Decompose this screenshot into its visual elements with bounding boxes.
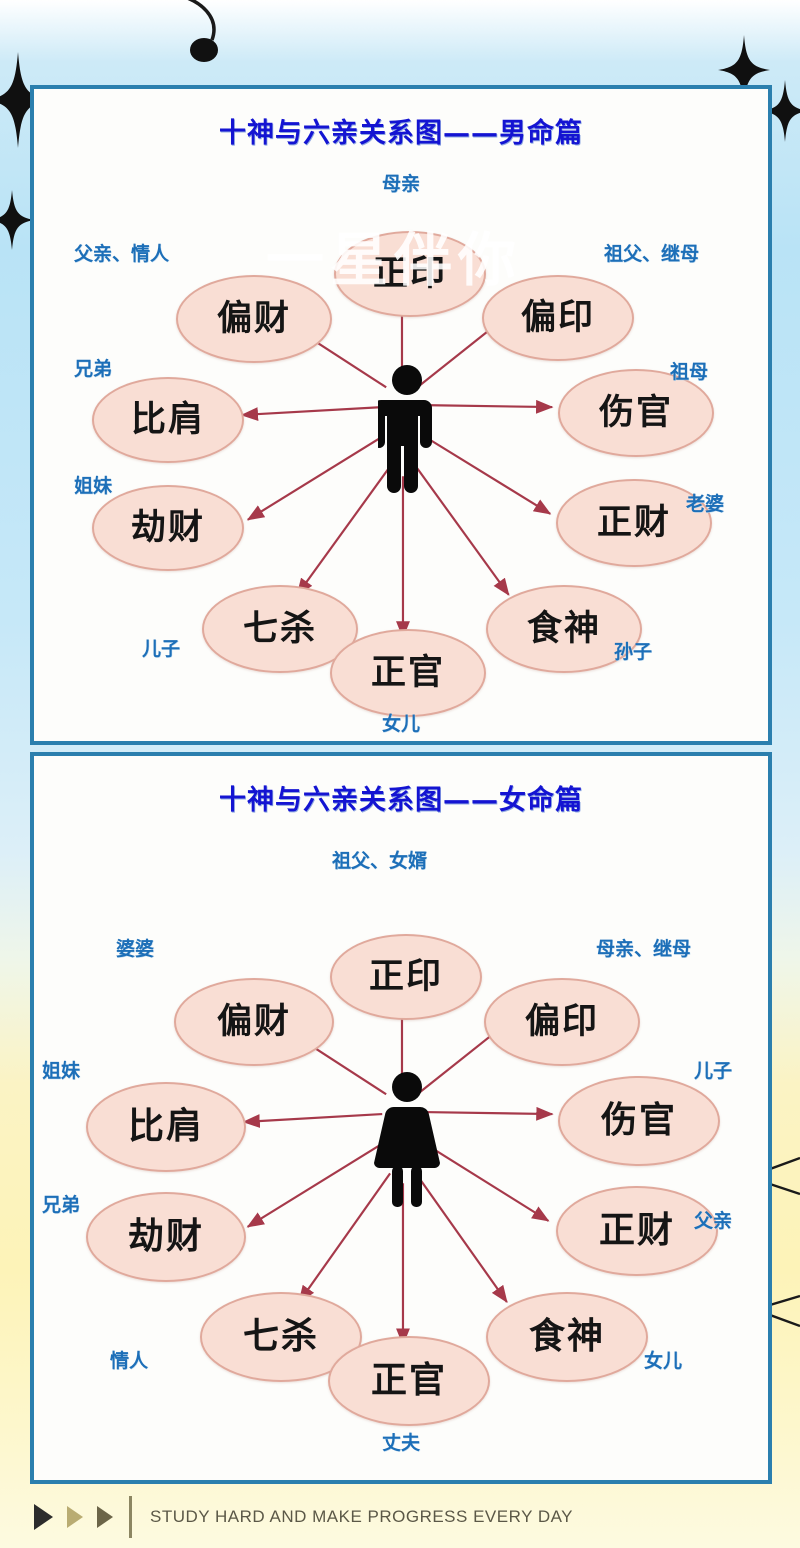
node-label: 食神	[528, 1316, 605, 1357]
hanging-pin-icon	[187, 0, 218, 62]
node-label: 比肩	[130, 399, 205, 440]
node-label: 正财	[598, 1210, 675, 1251]
node-label: 七杀	[242, 1316, 319, 1357]
node-bi-jian-female[interactable]: 比肩	[86, 1082, 246, 1172]
page-title-male: 十神与六亲关系图——男命篇	[219, 118, 583, 149]
sparkle-icon	[0, 190, 34, 250]
relative-label-grandfather-stepmother: 祖父、继母	[604, 243, 700, 265]
node-label: 正印	[372, 253, 447, 294]
node-shi-shen-female[interactable]: 食神	[486, 1292, 648, 1382]
node-label: 食神	[526, 608, 601, 649]
node-zheng-cai-female[interactable]: 正财	[556, 1186, 718, 1276]
relative-label-grandfather-soninlaw: 祖父、女婿	[332, 850, 428, 872]
relative-label-grandmother: 祖母	[670, 361, 709, 383]
relative-label-grandson: 孙子	[614, 641, 653, 663]
relative-label-daughter: 女儿	[644, 1350, 683, 1372]
node-label: 偏财	[216, 1001, 291, 1042]
page-title-female: 十神与六亲关系图——女命篇	[219, 785, 583, 816]
play-triangle-icon	[34, 1504, 53, 1530]
node-label: 劫财	[130, 507, 205, 548]
relative-label-son: 儿子	[142, 638, 181, 660]
relative-label-son: 儿子	[694, 1060, 733, 1082]
relative-label-sister: 姐妹	[74, 475, 113, 497]
node-label: 比肩	[127, 1106, 204, 1147]
relative-label-mother: 母亲	[382, 173, 421, 195]
relative-label-sister: 姐妹	[42, 1060, 81, 1082]
node-zheng-yin-female[interactable]: 正印	[330, 934, 482, 1020]
relative-label-wife: 老婆	[686, 493, 725, 515]
relative-label-brother: 兄弟	[42, 1194, 81, 1216]
node-label: 偏印	[524, 1001, 599, 1042]
node-pian-cai-male[interactable]: 偏财	[176, 275, 332, 363]
node-shang-guan-female[interactable]: 伤官	[558, 1076, 720, 1166]
node-pian-cai-female[interactable]: 偏财	[174, 978, 334, 1066]
play-triangle-icon	[97, 1506, 113, 1528]
node-label: 偏财	[216, 298, 291, 339]
node-label: 伤官	[598, 392, 673, 433]
node-bi-jian-male[interactable]: 比肩	[92, 377, 244, 463]
node-jie-cai-female[interactable]: 劫财	[86, 1192, 246, 1282]
node-zheng-yin-male[interactable]: 正印	[334, 231, 486, 317]
footer-divider	[129, 1496, 132, 1538]
play-triangle-icon	[67, 1506, 83, 1528]
node-pian-yin-male[interactable]: 偏印	[482, 275, 634, 361]
node-label: 正官	[370, 1360, 447, 1401]
relative-label-lover: 情人	[110, 1350, 149, 1372]
footer-motto: STUDY HARD AND MAKE PROGRESS EVERY DAY	[150, 1507, 574, 1526]
node-label: 正印	[368, 956, 443, 997]
footer-bar: STUDY HARD AND MAKE PROGRESS EVERY DAY	[0, 1486, 800, 1548]
node-jie-cai-male[interactable]: 劫财	[92, 485, 244, 571]
node-qi-sha-male[interactable]: 七杀	[202, 585, 358, 673]
node-shi-shen-male[interactable]: 食神	[486, 585, 642, 673]
node-shang-guan-male[interactable]: 伤官	[558, 369, 714, 457]
diagram-panel-male: 十神与六亲关系图——男命篇	[30, 85, 772, 745]
node-label: 偏印	[520, 297, 595, 338]
node-zheng-cai-male[interactable]: 正财	[556, 479, 712, 567]
diagram-panel-female: 十神与六亲关系图——女命篇 正印 偏财 偏印	[30, 752, 772, 1484]
female-person-icon	[374, 1072, 440, 1207]
relative-label-father-lover: 父亲、情人	[74, 243, 170, 265]
node-label: 正财	[596, 502, 671, 543]
male-person-icon	[378, 365, 432, 493]
relative-label-mother-in-law: 婆婆	[116, 938, 155, 960]
node-zheng-guan-female[interactable]: 正官	[328, 1336, 490, 1426]
relative-label-husband: 丈夫	[382, 1432, 421, 1454]
node-label: 七杀	[242, 608, 317, 649]
node-label: 伤官	[600, 1100, 677, 1141]
node-pian-yin-female[interactable]: 偏印	[484, 978, 640, 1066]
node-zheng-guan-male[interactable]: 正官	[330, 629, 486, 717]
relative-label-father: 父亲	[694, 1210, 733, 1232]
relative-label-mother-stepmother: 母亲、继母	[596, 938, 692, 960]
relative-label-brother: 兄弟	[74, 358, 113, 380]
node-label: 劫财	[127, 1216, 204, 1257]
relative-label-daughter: 女儿	[382, 713, 421, 735]
node-label: 正官	[370, 652, 445, 693]
